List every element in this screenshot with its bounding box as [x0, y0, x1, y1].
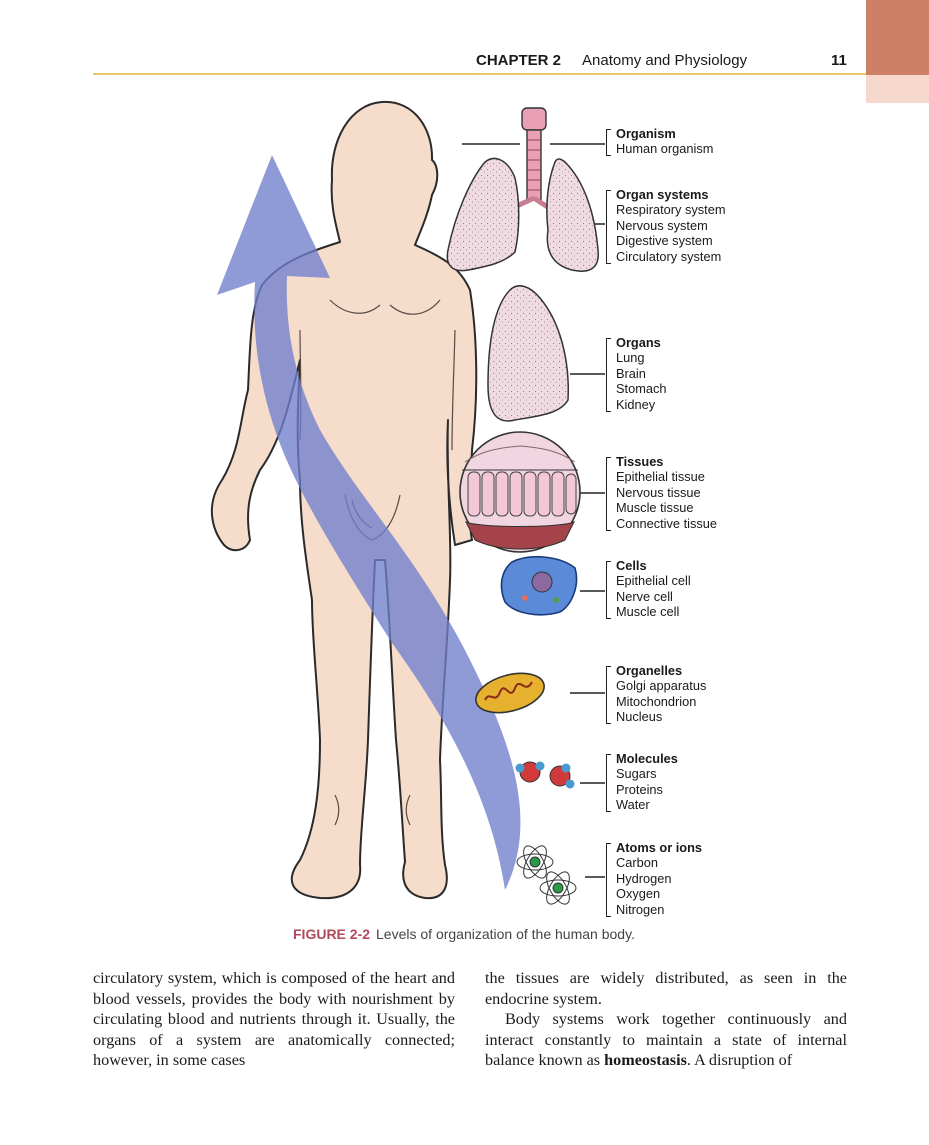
- level-item: Hydrogen: [616, 870, 672, 886]
- paragraph-text: Body systems work together continuously …: [485, 1010, 847, 1070]
- paragraph-text: . A disruption of: [686, 1051, 793, 1070]
- level-title: Tissues: [616, 454, 664, 469]
- level-title: Organs: [616, 335, 661, 350]
- level-item: Mitochondrion: [616, 693, 697, 709]
- figure-illustration: [210, 100, 605, 905]
- corner-tab: [866, 0, 929, 75]
- level-item: Muscle cell: [616, 604, 680, 620]
- level-item: Respiratory system: [616, 202, 726, 218]
- figure-caption-text: Levels of organization of the human body…: [376, 926, 635, 942]
- chapter-title: Anatomy and Physiology: [582, 52, 748, 69]
- level-item: Brain: [616, 365, 646, 381]
- figure-caption: FIGURE 2-2 Levels of organization of the …: [293, 926, 635, 942]
- header-rule: [93, 73, 866, 75]
- mitochondrion-illustration: [475, 672, 545, 714]
- level-title: Organ systems: [616, 187, 709, 202]
- level-item: Carbon: [616, 855, 658, 871]
- level-item: Nitrogen: [616, 901, 665, 917]
- level-item: Lung: [616, 350, 645, 366]
- level-item: Epithelial cell: [616, 573, 691, 589]
- body-text-right-column: the tissues are widely distributed, as s…: [485, 968, 847, 1071]
- level-item: Nerve cell: [616, 588, 673, 604]
- chapter-label: CHAPTER 2: [476, 52, 562, 69]
- key-term: homeostasis: [604, 1051, 687, 1070]
- figure-levels-of-organization: Organism Human organism Organ systems Re…: [0, 90, 929, 930]
- paragraph: Body systems work together continuously …: [485, 1009, 847, 1071]
- corner-tab-light: [866, 75, 929, 103]
- level-item: Kidney: [616, 396, 656, 412]
- level-item: Digestive system: [616, 233, 713, 249]
- level-item: Epithelial tissue: [616, 469, 705, 485]
- level-item: Nervous system: [616, 217, 708, 233]
- single-lung-illustration: [487, 285, 569, 422]
- level-item: Muscle tissue: [616, 500, 694, 516]
- level-item: Human organism: [616, 141, 714, 157]
- level-title: Cells: [616, 558, 647, 573]
- level-item: Nervous tissue: [616, 484, 701, 500]
- organization-arrow: [217, 155, 521, 890]
- figure-number: FIGURE 2-2: [293, 926, 371, 942]
- level-item: Oxygen: [616, 886, 661, 902]
- level-item: Golgi apparatus: [616, 678, 707, 694]
- level-item: Circulatory system: [616, 248, 722, 264]
- atoms-illustration: [516, 845, 577, 905]
- level-item: Nucleus: [616, 709, 663, 725]
- lungs-illustration: [446, 157, 599, 422]
- page-number: 11: [831, 52, 847, 69]
- paragraph: the tissues are widely distributed, as s…: [485, 969, 847, 1008]
- level-item: Sugars: [616, 766, 657, 782]
- tissue-illustration: [459, 431, 581, 553]
- molecules-illustration: [515, 761, 575, 789]
- level-item: Stomach: [616, 381, 667, 397]
- level-title: Organelles: [616, 663, 683, 678]
- level-title: Organism: [616, 126, 676, 141]
- cell-illustration: [500, 556, 578, 616]
- level-item: Proteins: [616, 781, 663, 797]
- level-item: Connective tissue: [616, 515, 718, 531]
- level-item: Water: [616, 797, 650, 813]
- body-text-left-column: circulatory system, which is composed of…: [93, 969, 455, 1070]
- level-title: Atoms or ions: [616, 840, 703, 855]
- level-title: Molecules: [616, 751, 678, 766]
